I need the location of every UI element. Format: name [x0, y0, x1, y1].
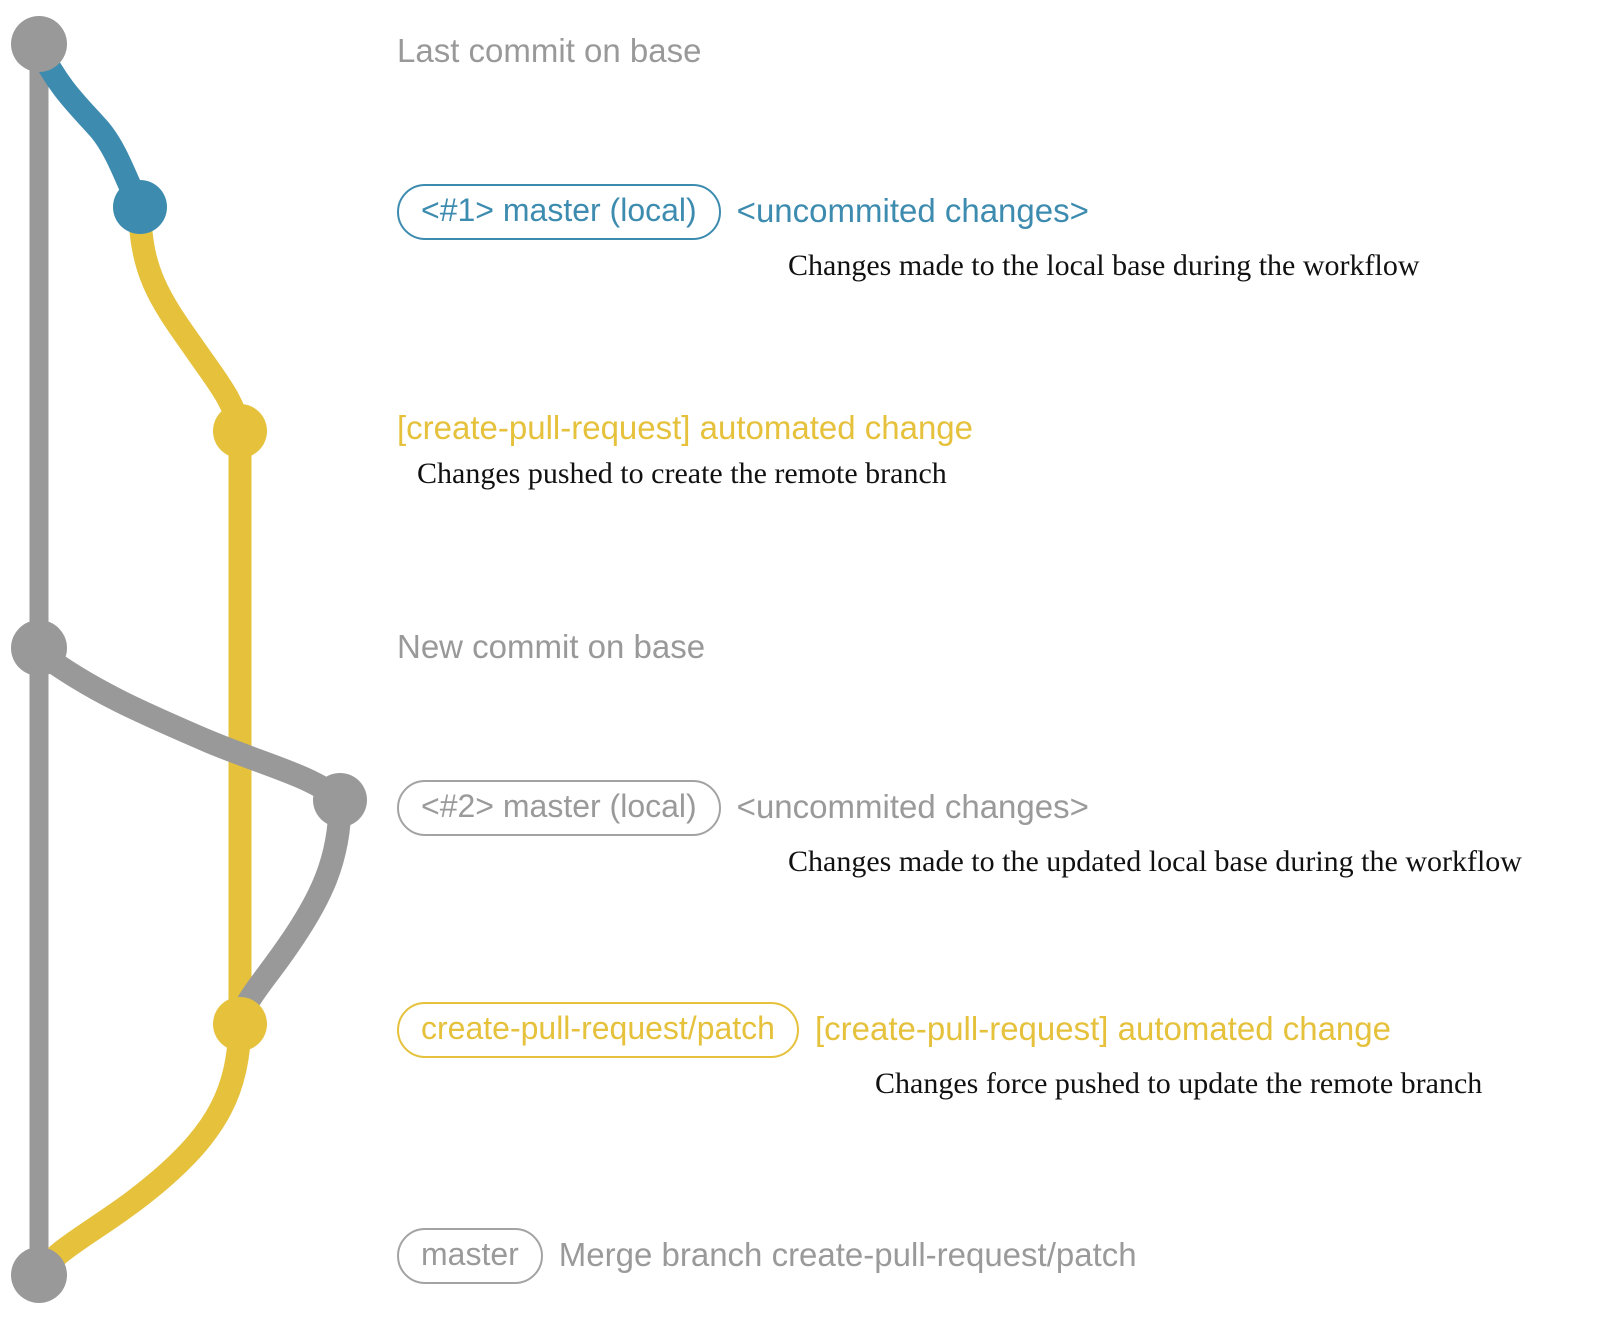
entry-master-merge: master Merge branch create-pull-request/… [397, 1228, 1137, 1284]
entry-master-local-2: <#2> master (local) <uncommited changes>… [397, 780, 1522, 880]
branch-badge-master-local-1[interactable]: <#1> master (local) [397, 184, 721, 240]
entry-master-local-1-description: Changes made to the local base during th… [788, 248, 1420, 282]
commit-node-master-local-2[interactable] [313, 773, 367, 827]
entry-last-commit-headline: Last commit on base [397, 32, 701, 70]
entry-automated-change-1-description: Changes pushed to create the remote bran… [417, 456, 947, 490]
entry-master-local-2-description: Changes made to the updated local base d… [788, 844, 1522, 878]
entry-patch-branch-description: Changes force pushed to update the remot… [875, 1066, 1483, 1100]
branch-badge-master-local-2[interactable]: <#2> master (local) [397, 780, 721, 836]
entry-patch-branch-subject: [create-pull-request] automated change [814, 1010, 1391, 1048]
edge-base-to-local1 [27, 36, 152, 219]
entry-automated-change-1: [create-pull-request] automated change C… [397, 409, 973, 492]
entry-new-commit-headline: New commit on base [397, 628, 705, 666]
branch-badge-master[interactable]: master [397, 1228, 543, 1284]
commit-node-last-commit-on-base[interactable] [11, 16, 67, 72]
entry-new-commit: New commit on base [397, 628, 705, 666]
commit-node-new-commit-on-base[interactable] [11, 620, 67, 676]
commit-node-patch-branch[interactable] [213, 997, 267, 1051]
entry-last-commit-subject: Last commit on base [397, 32, 702, 69]
entry-master-local-2-subject: <uncommited changes> [736, 788, 1089, 826]
entry-master-local-1-headline: <#1> master (local) <uncommited changes> [397, 184, 1420, 240]
edge-patch2-to-master [27, 1014, 252, 1287]
entry-master-merge-subject: Merge branch create-pull-request/patch [558, 1236, 1137, 1274]
edge-base2-to-local2 [27, 640, 352, 812]
entry-master-local-1-subject: <uncommited changes> [736, 192, 1089, 230]
entry-master-local-2-headline: <#2> master (local) <uncommited changes> [397, 780, 1522, 836]
entry-automated-change-1-subject: [create-pull-request] automated change [397, 409, 974, 446]
entry-patch-branch-headline: create-pull-request/patch [create-pull-r… [397, 1002, 1482, 1058]
entry-master-merge-headline: master Merge branch create-pull-request/… [397, 1228, 1137, 1284]
edge-local1-to-patch1 [128, 198, 252, 443]
commit-node-master-merge[interactable] [11, 1247, 67, 1303]
commit-node-automated-change-1[interactable] [213, 404, 267, 458]
entry-automated-change-1-headline: [create-pull-request] automated change [397, 409, 973, 448]
entry-patch-branch: create-pull-request/patch [create-pull-r… [397, 1002, 1482, 1102]
entry-last-commit: Last commit on base [397, 32, 701, 70]
entry-master-local-1: <#1> master (local) <uncommited changes>… [397, 184, 1420, 284]
commit-node-master-local-1[interactable] [113, 180, 167, 234]
entry-new-commit-subject: New commit on base [397, 628, 706, 665]
branch-badge-create-pull-request-patch[interactable]: create-pull-request/patch [397, 1002, 799, 1058]
